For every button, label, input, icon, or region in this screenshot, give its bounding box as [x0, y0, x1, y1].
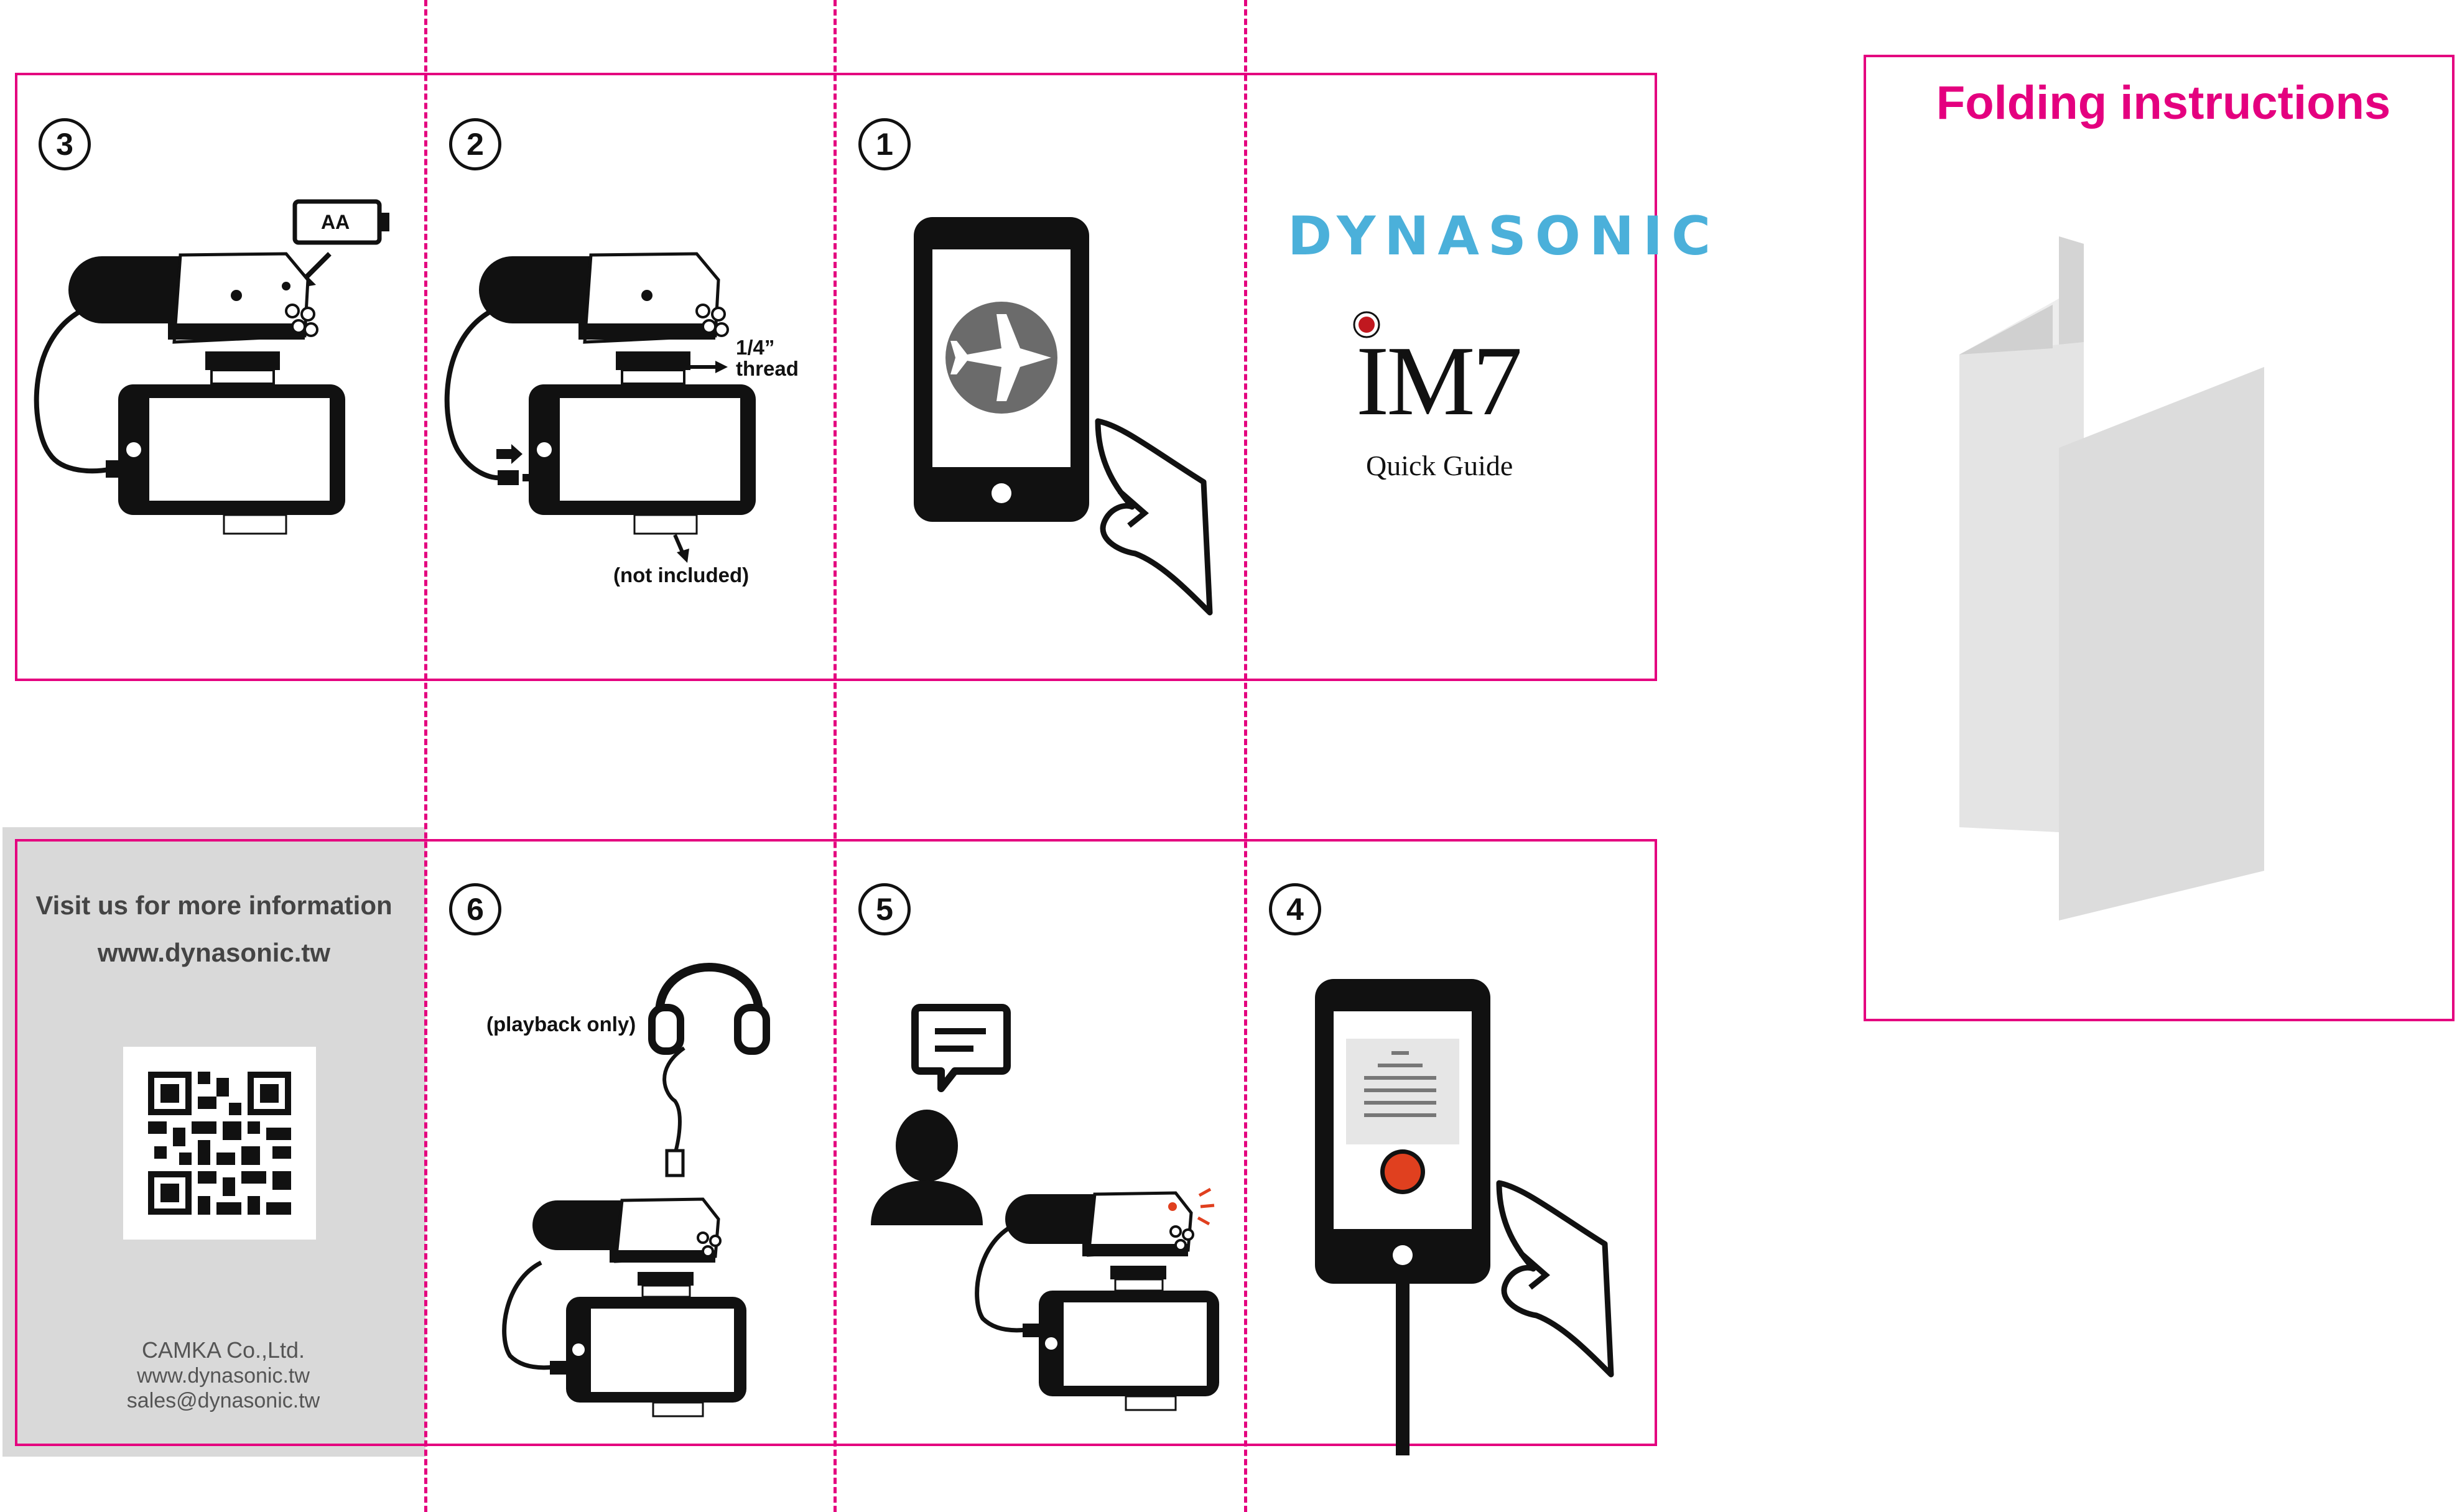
phone-airplane-illustration — [914, 217, 1213, 616]
step-number-3: 3 — [39, 118, 91, 170]
company-email[interactable]: sales@dynasonic.tw — [126, 1389, 320, 1412]
qr-code — [123, 1047, 316, 1240]
folding-title: Folding instructions — [1936, 77, 2391, 129]
company-website[interactable]: www.dynasonic.tw — [137, 1364, 310, 1388]
record-dot-logo — [1353, 311, 1380, 338]
mic-rig-illustration-6 — [502, 1046, 746, 1417]
step-number-2: 2 — [449, 118, 501, 170]
mic-rig-illustration-5 — [975, 1187, 1219, 1411]
thread-label: thread — [736, 357, 799, 380]
not-included-label: (not included) — [613, 564, 750, 587]
company-name: CAMKA Co.,Ltd. — [141, 1337, 305, 1363]
step-number-4: 4 — [1269, 883, 1321, 935]
fold-line-1 — [424, 0, 427, 1512]
visit-text: Visit us for more information — [35, 891, 392, 920]
playback-only-label: (playback only) — [486, 1013, 636, 1036]
step-number-6: 6 — [449, 883, 501, 935]
chat-bubble-icon — [911, 1004, 1011, 1092]
website-text[interactable]: www.dynasonic.tw — [97, 938, 331, 967]
folding-frame — [1864, 55, 2455, 1021]
step-number-5: 5 — [858, 883, 911, 935]
battery-label: AA — [321, 211, 350, 233]
thread-label-size: 1/4” — [736, 336, 775, 359]
record-button-icon — [1380, 1149, 1425, 1194]
mic-rig-illustration-3 — [34, 252, 345, 535]
folded-leaflet-illustration — [1959, 236, 2264, 921]
headphones-icon — [648, 963, 770, 1055]
airplane-icon — [945, 302, 1057, 414]
fold-line-3 — [1244, 0, 1247, 1512]
phone-recording-illustration — [1315, 979, 1614, 1455]
battery-icon — [292, 199, 389, 245]
brand-logo: DYNASONIC — [1288, 205, 1720, 267]
step-number-1: 1 — [858, 118, 911, 170]
quick-guide-subtitle: Quick Guide — [1366, 450, 1513, 481]
person-icon — [871, 1110, 983, 1225]
mic-rig-illustration-2 — [444, 252, 756, 563]
model-name: IM7 — [1356, 325, 1523, 436]
fold-line-2 — [834, 0, 837, 1512]
